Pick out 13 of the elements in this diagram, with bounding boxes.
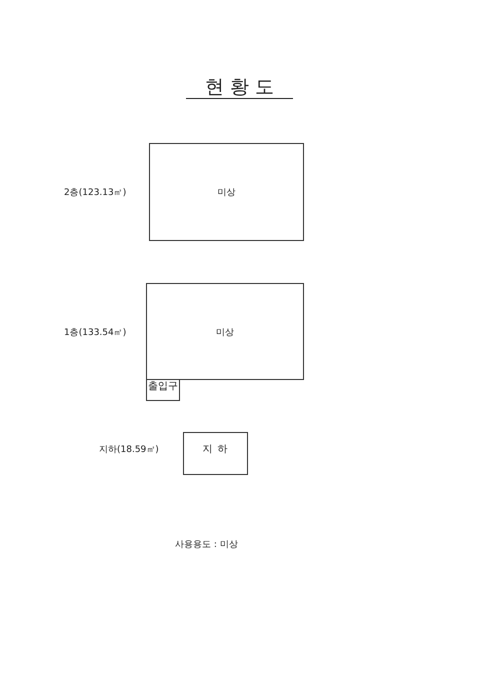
room-label: 지 하 bbox=[201, 443, 230, 456]
floor-plan-box bbox=[146, 283, 304, 380]
floor-plan-box bbox=[149, 143, 304, 241]
entrance-box bbox=[146, 379, 180, 401]
room-label: 미상 bbox=[215, 327, 235, 339]
basement-box bbox=[183, 432, 248, 475]
floor-label: 지하(18.59㎡) bbox=[99, 444, 159, 456]
title: 현 황 도 bbox=[186, 76, 293, 99]
usage-note: 사용용도 : 미상 bbox=[175, 539, 238, 551]
room-label: 미상 bbox=[216, 187, 236, 199]
floor-label: 2층(123.13㎡) bbox=[64, 187, 126, 199]
floor-label: 1층(133.54㎡) bbox=[64, 327, 126, 339]
room-label: 출입구 bbox=[147, 380, 179, 393]
